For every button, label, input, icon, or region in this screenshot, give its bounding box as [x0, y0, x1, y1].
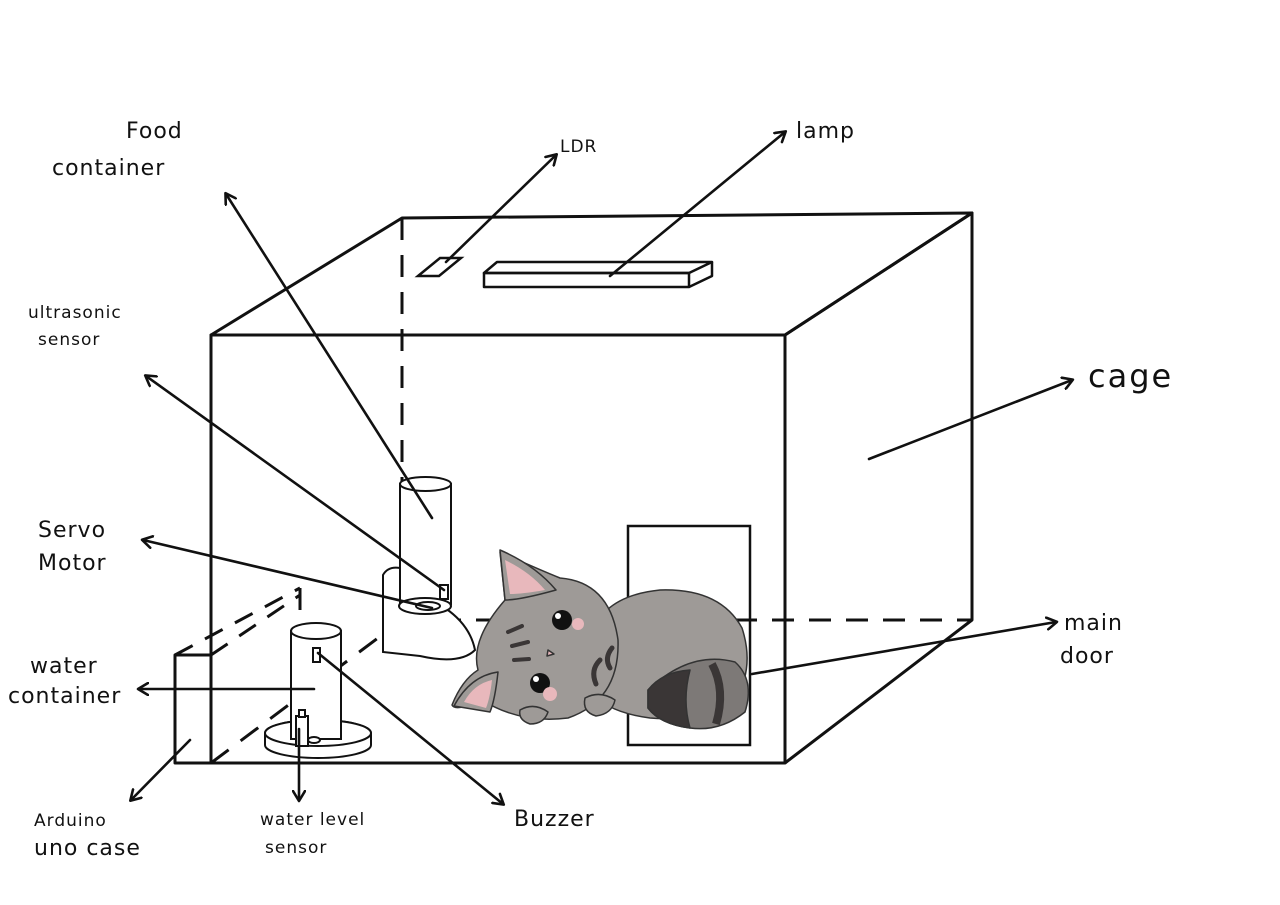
label-servo-line2: Motor [38, 551, 107, 576]
arrow-servo [143, 540, 434, 610]
label-cage: cage [1088, 357, 1173, 395]
arduino-case [173, 586, 302, 765]
water-container-top [290, 622, 342, 640]
water-station [264, 622, 372, 759]
label-main-door-line1: main [1064, 611, 1123, 636]
cat-illustration [451, 549, 750, 730]
label-arduino-line1: Arduino [34, 811, 107, 831]
label-ldr: LDR [560, 137, 597, 157]
callout-arrows [131, 132, 1072, 804]
label-water-level-line1: water level [260, 810, 365, 830]
label-water-container-line1: water [30, 654, 98, 679]
food-feeder [382, 476, 477, 661]
cage-right-face [784, 211, 974, 765]
label-main-door-line2: door [1060, 644, 1114, 669]
callout-labels: Food container LDR lamp ultrasonic senso… [8, 119, 1173, 861]
label-ultrasonic-line1: ultrasonic [28, 303, 122, 323]
label-food-container-line2: container [52, 156, 165, 181]
arrow-food-container [226, 194, 434, 520]
ultrasonic-sensor-box [439, 584, 449, 600]
label-lamp: lamp [796, 119, 855, 144]
label-arduino-line2: uno case [34, 836, 141, 861]
label-food-container-line1: Food [126, 119, 183, 144]
lamp-bar [482, 260, 714, 289]
label-water-level-line2: sensor [265, 838, 327, 858]
arrow-lamp [608, 132, 785, 278]
arrow-ldr [444, 155, 556, 264]
cat-eye [552, 610, 572, 630]
label-servo-line1: Servo [38, 518, 106, 543]
label-buzzer: Buzzer [514, 807, 595, 832]
ldr-sensor [414, 256, 465, 278]
arrow-buzzer [316, 651, 503, 804]
arrow-ultrasonic [146, 376, 446, 592]
label-water-container-line2: container [8, 684, 121, 709]
arrow-main-door [750, 622, 1056, 676]
arrow-arduino [131, 738, 192, 800]
label-ultrasonic-line2: sensor [38, 330, 100, 350]
arrow-cage [867, 380, 1072, 461]
